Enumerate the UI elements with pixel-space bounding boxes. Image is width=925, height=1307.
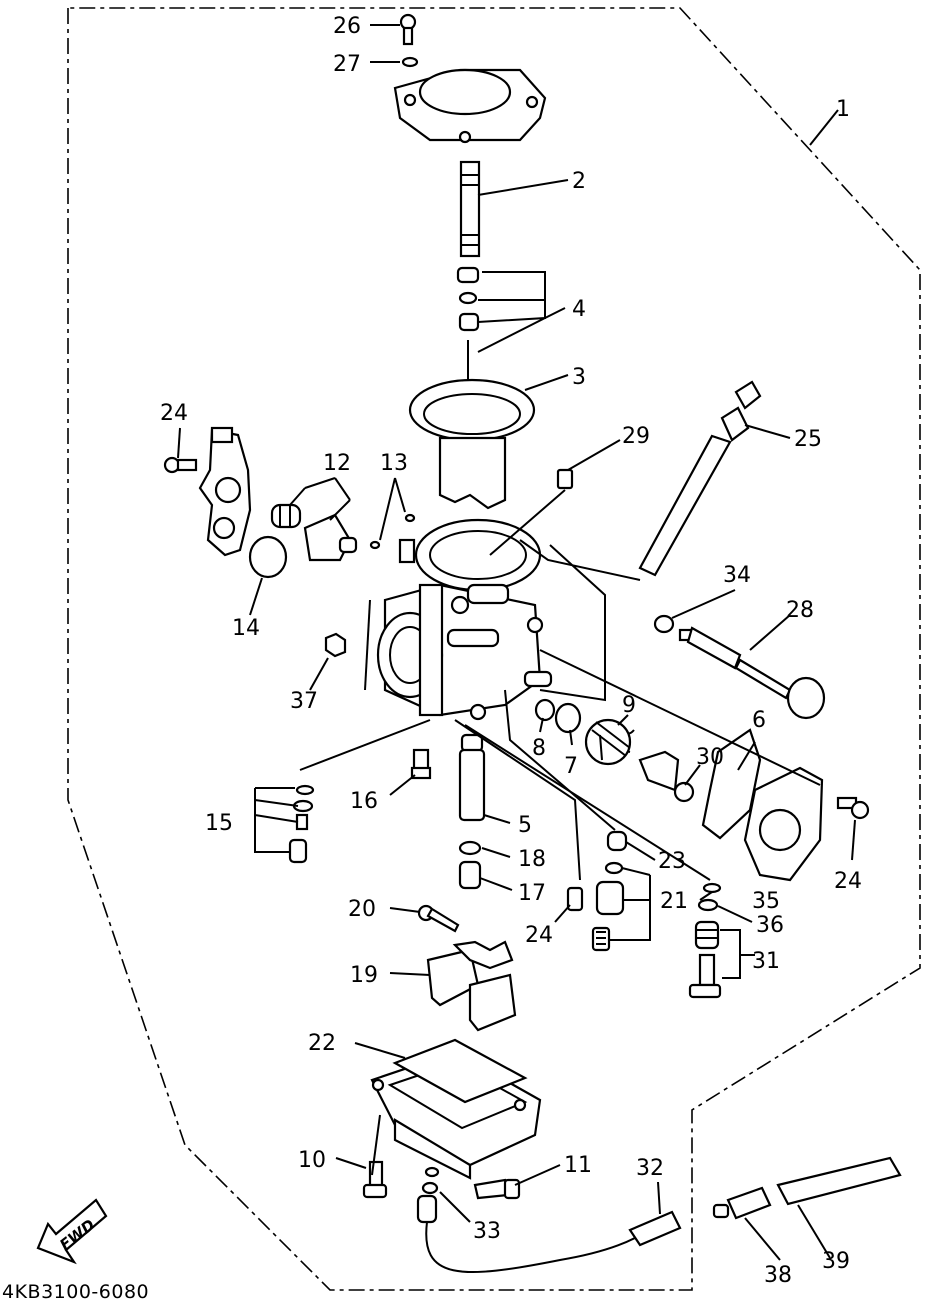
hose-40-part [776,1156,902,1206]
starter-plunger-29-part [678,626,826,720]
callout-12: 12 [323,451,351,476]
callout-23: 23 [658,849,686,874]
float-19-part [426,940,517,1032]
screw-27-part [399,13,417,46]
washer-28-part [401,56,419,68]
callout-31: 30 [696,745,724,770]
callout-25: 24 [525,923,553,948]
assembly-boundary [67,7,921,1291]
valve-21-part [591,861,625,952]
throttle-bracket-part [198,426,252,557]
callout-40: 39 [822,1249,850,1274]
callout-4: 4 [572,297,586,322]
callout-6: 6 [752,708,766,733]
drain-hose-part [416,1166,682,1273]
jet-25-part [566,886,584,912]
callout-24-left: 24 [160,401,188,426]
spring-2-part [459,160,481,258]
callout-33: 32 [636,1156,664,1181]
cover-part [743,766,824,882]
document-code: 4KB3100-6080 [2,1281,149,1302]
screw-11-part [473,1178,521,1200]
callout-37: 36 [756,913,784,938]
callout-21: 21 [660,889,688,914]
screw-10-part [362,1160,388,1199]
callout-24-right: 24 [834,869,862,894]
pin-20-part [417,904,460,933]
o-ring-35-part [653,614,675,634]
seal-7-part [554,702,582,734]
callout-18: 18 [518,847,546,872]
cap-23-part [606,830,628,852]
nut-38-part [324,632,347,658]
washer-37-part [697,898,719,912]
cable-holder-26-part [638,380,762,577]
callout-38: 37 [290,689,318,714]
lever-31-part [638,750,695,803]
diaphragm-14-part [248,535,288,579]
callout-19: 19 [350,963,378,988]
callout-22: 22 [308,1031,336,1056]
callout-27: 26 [333,14,361,39]
callout-11: 11 [564,1153,592,1178]
pilot-screw-13-part [369,513,416,564]
callout-16: 16 [350,789,378,814]
callout-10: 10 [298,1148,326,1173]
diaphragm-piston-3-part [408,378,536,510]
washer-8-part [534,698,556,722]
callout-39: 38 [764,1263,792,1288]
callout-13: 13 [380,451,408,476]
screw-32-part [688,920,722,999]
callout-8: 8 [532,736,546,761]
callout-28: 27 [333,52,361,77]
screw-30-part [556,468,574,490]
spring-9-part [584,718,635,766]
o-ring-36-part [702,882,722,894]
callout-35: 34 [723,563,751,588]
callout-3: 3 [572,365,586,390]
bolt-24-left-part [163,456,198,474]
needle-jet-5-part [458,733,486,822]
callout-1: 1 [836,97,850,122]
fwd-arrow-icon: FWD [36,1198,108,1265]
jet-set-15-part [288,784,315,864]
callout-9: 9 [622,693,636,718]
top-cover-part [393,68,547,144]
callout-7: 7 [564,754,578,779]
callout-labels: 26 27 1 2 4 3 24 29 25 12 13 34 28 14 37… [160,14,862,1288]
bolt-24-right-part [836,796,870,820]
joint-39-part [712,1186,772,1220]
callout-14: 14 [232,616,260,641]
callout-20: 20 [348,897,376,922]
callout-26: 25 [794,427,822,452]
jet-16-part [410,748,432,780]
callout-32: 31 [752,949,780,974]
callout-5: 5 [518,813,532,838]
callout-34: 33 [473,1219,501,1244]
callout-17: 17 [518,881,546,906]
callout-36: 35 [752,889,780,914]
gasket-22-part [392,1038,528,1104]
washer-18-part [458,840,482,856]
leader-lines [177,24,856,1261]
callout-29: 28 [786,598,814,623]
callout-30: 29 [622,424,650,449]
accelerator-pump-12-part [270,503,358,562]
main-jet-17-part [458,860,482,890]
carburetor-body-part [376,518,553,721]
callout-2: 2 [572,169,586,194]
callout-15: 15 [205,811,233,836]
